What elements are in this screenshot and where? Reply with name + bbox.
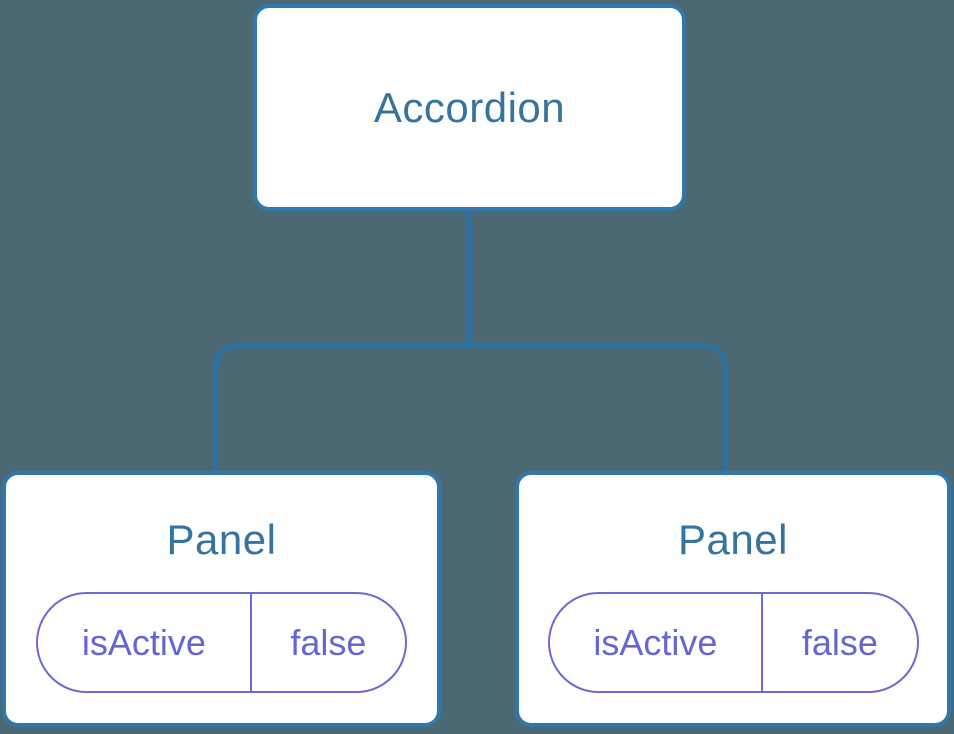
state-pill: isActive false <box>547 592 919 693</box>
accordion-node-label: Accordion <box>373 83 566 131</box>
panel-node-left: Panel isActive false <box>2 471 441 727</box>
state-value: false <box>801 621 878 663</box>
accordion-node: Accordion <box>253 4 686 211</box>
state-key: isActive <box>38 594 252 691</box>
state-pill: isActive false <box>36 592 407 693</box>
connector-children-bracket <box>213 343 728 473</box>
state-key: isActive <box>550 594 764 691</box>
panel-node-label: Panel <box>678 516 788 563</box>
panel-node-label: Panel <box>166 516 277 563</box>
panel-node-right: Panel isActive false <box>515 471 951 727</box>
state-value: false <box>290 621 367 663</box>
